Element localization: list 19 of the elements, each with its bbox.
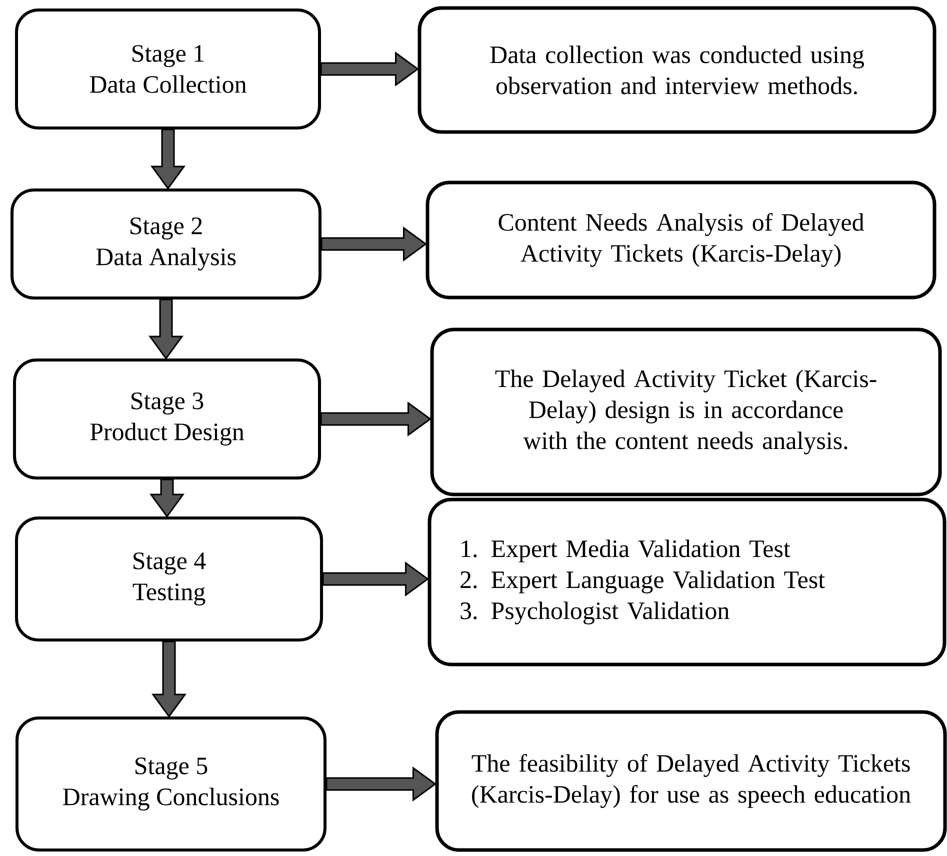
stage-box: Stage 1 Data Collection [15, 8, 321, 130]
description-box: Content Needs Analysis of Delayed Activity Tickets (Karcis-Delay) [426, 180, 936, 300]
block-arrow [322, 562, 430, 596]
block-arrow [148, 298, 184, 360]
description-box: Data collection was conducted using observation and interview methods. [418, 6, 936, 134]
block-arrow [152, 640, 186, 718]
stage-box: Stage 3 Product Design [13, 358, 321, 480]
block-arrow [320, 402, 432, 436]
stage-box: Stage 5 Drawing Conclusions [16, 716, 326, 852]
stage-box: Stage 2 Data Analysis [10, 188, 322, 300]
block-arrow [150, 128, 186, 190]
block-arrow [320, 226, 428, 262]
description-box: The feasibility of Delayed Activity Tickets (Karcis-Delay) for use as speech education [435, 710, 947, 852]
list-box: 1. Expert Media Validation Test 2. Expert Language Validation Test 3. Psychologist Validation [428, 498, 946, 666]
block-arrow [150, 478, 184, 518]
stage-box: Stage 4 Testing [15, 516, 323, 642]
description-box: The Delayed Activity Ticket (Karcis-Delay) design is in accordance with the content needs analysis. [430, 328, 942, 496]
block-arrow [326, 766, 437, 802]
block-arrow [320, 52, 420, 86]
